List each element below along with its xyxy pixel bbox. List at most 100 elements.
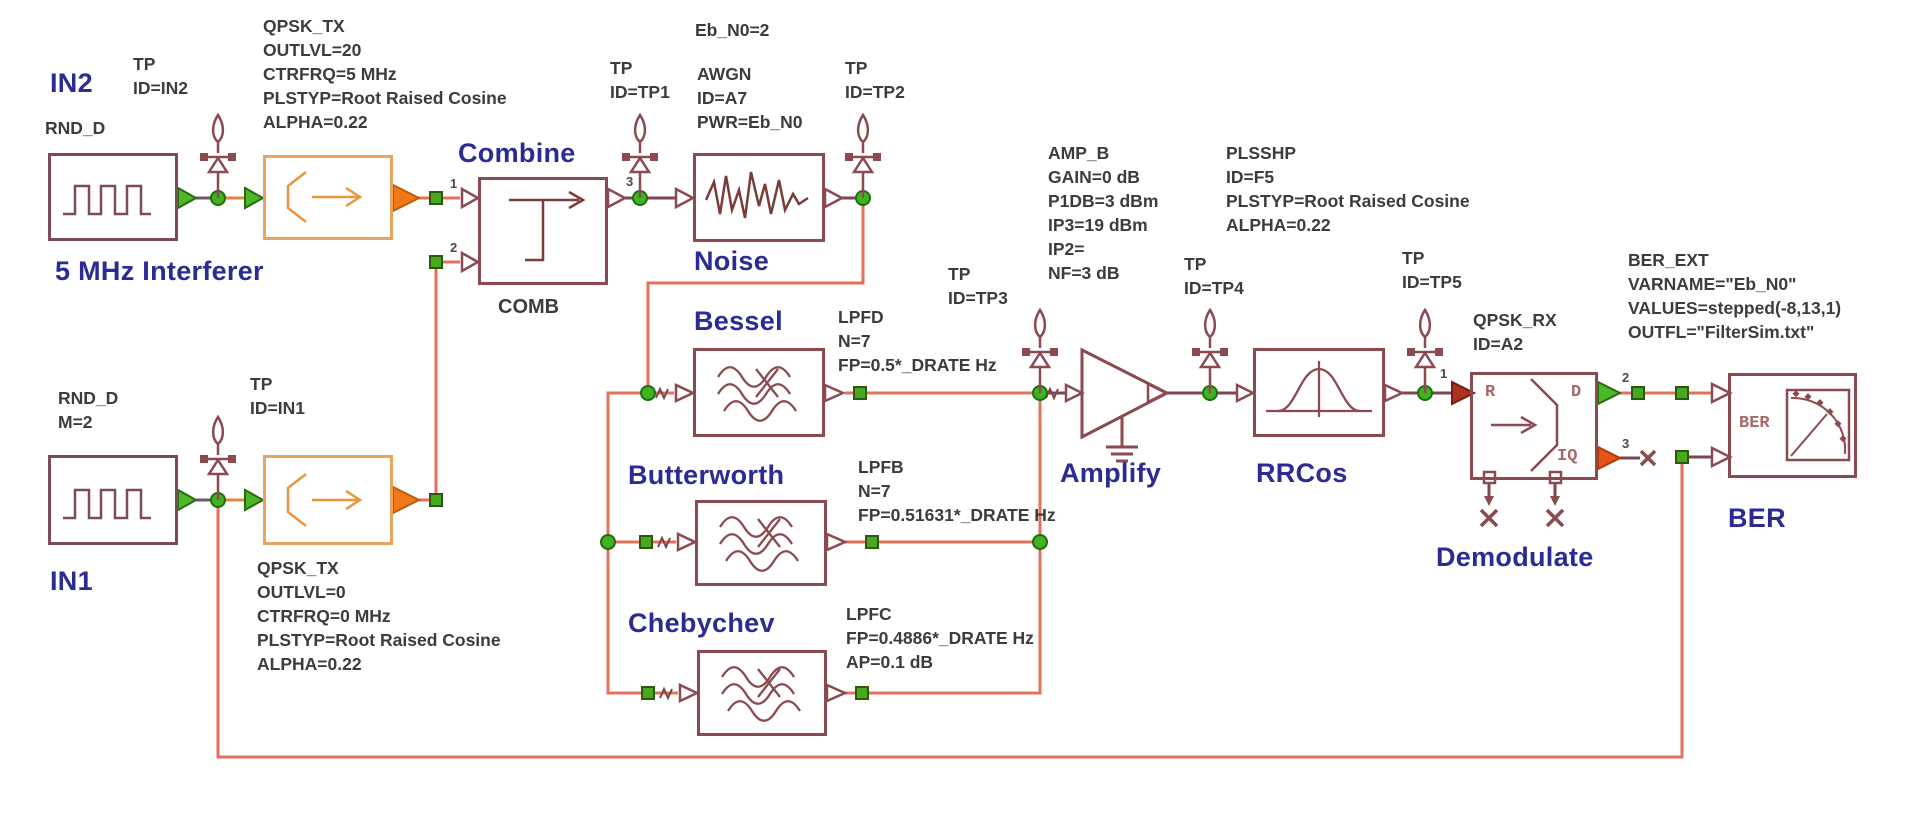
param-line: M=2	[58, 412, 93, 432]
params-comb: COMB	[498, 295, 559, 319]
port-tx2-out[interactable]	[392, 183, 422, 213]
block-qpsk-tx-main[interactable]	[263, 455, 393, 545]
params-plsshp: PLSSHP ID=F5 PLSTYP=Root Raised Cosine A…	[1226, 141, 1470, 237]
param-line: RND_D	[45, 118, 106, 138]
label-in1: IN1	[50, 566, 93, 596]
params-qpsk-tx-main: QPSK_TX OUTLVL=0 CTRFRQ=0 MHz PLSTYP=Roo…	[257, 556, 501, 676]
param-line: AP=0.1 dB	[846, 652, 934, 672]
port-rrc-out[interactable]	[1383, 383, 1405, 403]
port-tx1-out[interactable]	[392, 485, 422, 515]
wire-reference[interactable]	[216, 462, 1684, 759]
block-ber-meter[interactable]: BER	[1728, 373, 1857, 478]
param-line: LPFB	[858, 457, 904, 477]
params-lpfd: LPFD N=7 FP=0.5*_DRATE Hz	[838, 305, 997, 377]
testpoint-icon-tp3[interactable]	[1022, 307, 1058, 393]
node-square[interactable]	[865, 535, 879, 549]
param-line: CTRFRQ=5 MHz	[263, 64, 397, 84]
testpoint-icon-tp4[interactable]	[1192, 307, 1228, 393]
node-junction[interactable]	[1032, 534, 1048, 550]
port-rx-in-r[interactable]	[1451, 380, 1477, 406]
port-bessel-in[interactable]	[674, 383, 696, 403]
node-square[interactable]	[1675, 450, 1689, 464]
port-tx2-in[interactable]	[244, 186, 266, 210]
port-combine-in1[interactable]	[460, 186, 481, 210]
param-line: ID=TP2	[845, 82, 905, 102]
ber-gauge-icon	[1785, 388, 1851, 462]
block-source-in2[interactable]	[48, 153, 178, 241]
block-chebychev-filter[interactable]	[697, 650, 827, 736]
port-amp-out[interactable]	[1146, 381, 1169, 405]
port-awgn-out[interactable]	[823, 186, 845, 210]
node-square[interactable]	[855, 686, 869, 700]
label-chebychev: Chebychev	[628, 608, 775, 638]
param-line: CTRFRQ=0 MHz	[257, 606, 391, 626]
arrow-rx-bottom2	[1550, 496, 1560, 506]
port-rx-out-d[interactable]	[1597, 380, 1623, 406]
testpoint-icon-tp1[interactable]	[622, 112, 658, 198]
port-src2-out[interactable]	[177, 186, 199, 210]
testpoint-icon-in1[interactable]	[200, 414, 236, 500]
port-chebychev-in[interactable]	[678, 683, 700, 703]
square-wave-icon	[63, 184, 151, 216]
node-square[interactable]	[853, 386, 867, 400]
block-rrcos-filter[interactable]	[1253, 348, 1385, 437]
x-mark-iq	[1639, 449, 1657, 467]
node-square[interactable]	[429, 255, 443, 269]
portnum-combine-in1: 1	[450, 176, 458, 191]
block-qpsk-tx-interferer[interactable]	[263, 155, 393, 240]
param-line: ID=IN1	[250, 398, 305, 418]
block-awgn[interactable]	[693, 153, 825, 242]
label-demodulate: Demodulate	[1436, 542, 1594, 572]
port-butterworth-in[interactable]	[676, 532, 698, 552]
port-combine-out[interactable]	[606, 186, 628, 210]
params-ber-ext: BER_EXT VARNAME="Eb_N0" VALUES=stepped(-…	[1628, 248, 1841, 344]
port-ber-in1[interactable]	[1710, 381, 1733, 405]
param-line: PLSTYP=Root Raised Cosine	[263, 88, 507, 108]
amplifier-symbol[interactable]	[1080, 347, 1171, 463]
block-qpsk-rx[interactable]: R D IQ	[1470, 372, 1598, 480]
testpoint-icon-in2[interactable]	[200, 112, 236, 198]
param-line: OUTFL="FilterSim.txt"	[1628, 322, 1815, 342]
block-butterworth-filter[interactable]	[695, 500, 827, 586]
node-junction[interactable]	[640, 385, 656, 401]
port-combine-in2[interactable]	[460, 250, 481, 274]
port-butterworth-out[interactable]	[825, 532, 849, 552]
block-combine[interactable]	[478, 177, 608, 285]
rx-port-label-r: R	[1485, 383, 1496, 402]
param-line: QPSK_TX	[257, 558, 339, 578]
block-source-in1[interactable]	[48, 455, 178, 545]
node-square[interactable]	[1631, 386, 1645, 400]
port-awgn-in[interactable]	[674, 186, 696, 210]
port-tx1-in[interactable]	[244, 488, 266, 512]
port-rx-out-iq[interactable]	[1597, 445, 1623, 471]
port-chebychev-out[interactable]	[825, 683, 849, 703]
node-square[interactable]	[641, 686, 655, 700]
unconnected-marks	[1479, 449, 1657, 528]
testpoint-icon-tp2[interactable]	[845, 112, 881, 198]
params-tp-in1: TP ID=IN1	[250, 372, 305, 420]
wire-filter-output-bus[interactable]	[845, 393, 1042, 695]
wire-tx1-to-combine[interactable]	[419, 260, 460, 502]
node-junction[interactable]	[600, 534, 616, 550]
port-rrc-in[interactable]	[1235, 382, 1256, 404]
node-square[interactable]	[429, 493, 443, 507]
param-line: Eb_N0=2	[695, 20, 770, 40]
port-ber-in2[interactable]	[1710, 445, 1733, 469]
node-square[interactable]	[429, 191, 443, 205]
port-amp-in[interactable]	[1064, 382, 1085, 404]
node-square[interactable]	[639, 535, 653, 549]
rx-port-label-d: D	[1571, 383, 1582, 402]
node-square[interactable]	[1675, 386, 1689, 400]
params-rnd-d-in1: RND_D M=2	[58, 386, 118, 434]
params-tp4: TP ID=TP4	[1184, 252, 1244, 300]
testpoint-icon-tp5[interactable]	[1407, 307, 1443, 393]
port-bessel-out[interactable]	[823, 383, 847, 403]
x-mark-bottom2	[1545, 508, 1565, 528]
portnum-combine-out: 3	[626, 174, 634, 189]
port-src1-out[interactable]	[177, 488, 199, 512]
wire-noise-to-filters[interactable]	[646, 198, 865, 393]
signal-type-markers	[655, 386, 1059, 701]
param-line: OUTLVL=20	[263, 40, 362, 60]
block-bessel-filter[interactable]	[693, 348, 825, 437]
